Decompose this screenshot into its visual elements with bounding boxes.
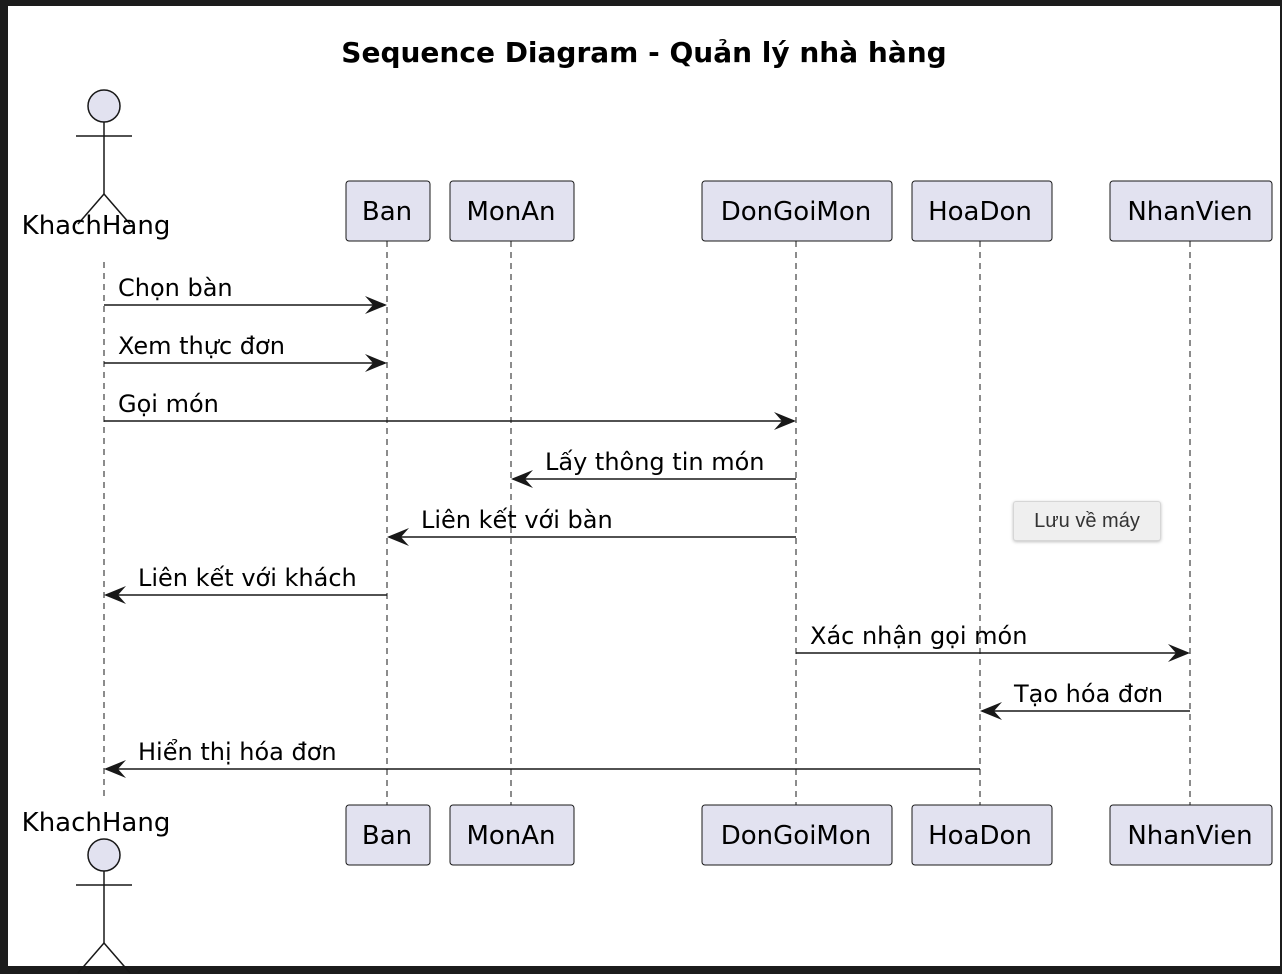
- arrowhead-icon: [104, 760, 126, 778]
- arrowhead-icon: [1168, 644, 1190, 662]
- arrowhead-icon: [365, 296, 387, 314]
- message-label: Liên kết với bàn: [421, 506, 613, 534]
- participant-hoadon-top[interactable]: HoaDon: [911, 180, 1053, 242]
- participant-label: HoaDon: [928, 197, 1032, 227]
- participant-label: DonGoiMon: [721, 821, 872, 851]
- message-1: Chọn bàn: [104, 274, 387, 314]
- participant-monan-top[interactable]: MonAn: [449, 180, 575, 242]
- participant-dongoimon-bottom[interactable]: DonGoiMon: [701, 804, 893, 866]
- message-label: Lấy thông tin món: [545, 448, 764, 476]
- participant-box: [911, 180, 1053, 242]
- arrowhead-icon: [387, 528, 409, 546]
- stick-figure-icon: [76, 838, 132, 974]
- participant-label: DonGoiMon: [721, 197, 872, 227]
- message-label: Gọi món: [118, 390, 219, 418]
- actor-khachhang-bottom[interactable]: KhachHang: [22, 808, 171, 974]
- participant-box: [701, 180, 893, 242]
- participants-top: Ban MonAn DonGoiMon HoaDon NhanVien: [345, 180, 1273, 242]
- actor-khachhang-top[interactable]: KhachHang: [22, 89, 171, 241]
- message-9: Hiển thị hóa đơn: [104, 738, 980, 778]
- participant-label: HoaDon: [928, 821, 1032, 851]
- arrowhead-icon: [774, 412, 796, 430]
- participant-box: [701, 804, 893, 866]
- participant-label: NhanVien: [1127, 821, 1252, 851]
- stick-figure-icon: [76, 89, 132, 225]
- message-label: Liên kết với khách: [138, 564, 357, 592]
- arrowhead-icon: [365, 354, 387, 372]
- message-label: Chọn bàn: [118, 274, 233, 302]
- participant-hoadon-bottom[interactable]: HoaDon: [911, 804, 1053, 866]
- participant-box: [449, 180, 575, 242]
- message-7: Xác nhận gọi món: [796, 622, 1190, 662]
- participant-box: [911, 804, 1053, 866]
- message-6: Liên kết với khách: [104, 564, 387, 604]
- participant-label: Ban: [362, 197, 412, 227]
- participant-dongoimon-top[interactable]: DonGoiMon: [701, 180, 893, 242]
- arrowhead-icon: [104, 586, 126, 604]
- participant-ban-bottom[interactable]: Ban: [345, 804, 431, 866]
- participant-box: [345, 804, 431, 866]
- participant-box: [449, 804, 575, 866]
- message-label: Hiển thị hóa đơn: [138, 738, 337, 766]
- lifelines: [103, 241, 1191, 805]
- participant-ban-top[interactable]: Ban: [345, 180, 431, 242]
- message-2: Xem thực đơn: [104, 332, 387, 372]
- participant-label: NhanVien: [1127, 197, 1252, 227]
- participant-label: MonAn: [466, 197, 555, 227]
- participant-box: [1109, 804, 1273, 866]
- actor-label: KhachHang: [22, 211, 171, 241]
- message-label: Tạo hóa đơn: [1013, 680, 1163, 708]
- participant-nhanvien-top[interactable]: NhanVien: [1109, 180, 1273, 242]
- participant-box: [1109, 180, 1273, 242]
- message-3: Gọi món: [104, 390, 796, 430]
- participants-bottom: Ban MonAn DonGoiMon HoaDon NhanVien: [345, 804, 1273, 866]
- diagram-title: Sequence Diagram - Quản lý nhà hàng: [341, 36, 946, 69]
- participant-monan-bottom[interactable]: MonAn: [449, 804, 575, 866]
- participant-label: MonAn: [466, 821, 555, 851]
- message-label: Xem thực đơn: [118, 332, 285, 360]
- participant-box: [345, 180, 431, 242]
- message-5: Liên kết với bàn: [387, 506, 796, 546]
- actor-label: KhachHang: [22, 808, 171, 838]
- arrowhead-icon: [980, 702, 1002, 720]
- message-8: Tạo hóa đơn: [980, 680, 1190, 720]
- message-4: Lấy thông tin món: [511, 448, 796, 488]
- save-to-device-tooltip[interactable]: Lưu về máy: [1013, 501, 1161, 541]
- diagram-canvas: [8, 6, 1280, 966]
- participant-nhanvien-bottom[interactable]: NhanVien: [1109, 804, 1273, 866]
- participant-label: Ban: [362, 821, 412, 851]
- arrowhead-icon: [511, 470, 533, 488]
- message-label: Xác nhận gọi món: [810, 622, 1027, 650]
